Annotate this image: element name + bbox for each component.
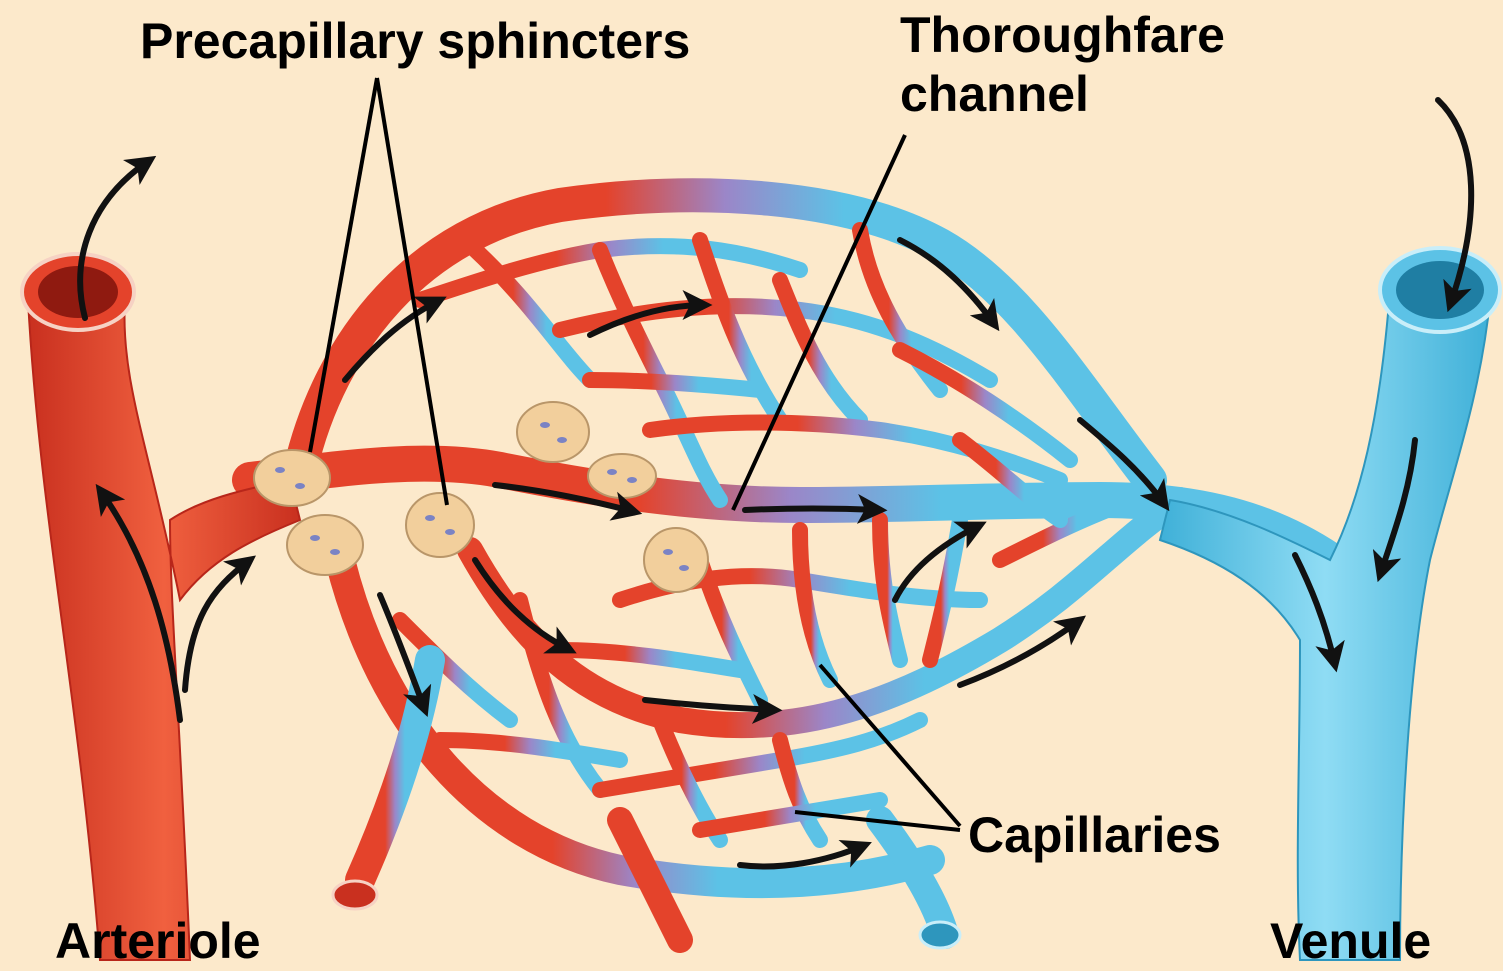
sphincter-5	[588, 454, 656, 498]
label-thoroughfare-line1: Thoroughfare	[900, 7, 1225, 63]
sphincter-2	[287, 515, 363, 575]
sphincter-3	[406, 493, 474, 557]
sphincter-6	[644, 528, 708, 592]
label-thoroughfare-line2: channel	[900, 66, 1089, 122]
sphincter-4	[517, 402, 589, 462]
label-venule: Venule	[1270, 912, 1431, 971]
sphincter-1	[254, 450, 330, 506]
small-venule-opening	[920, 922, 960, 948]
label-thoroughfare-channel: Thoroughfare channel	[900, 6, 1225, 124]
arteriole-vessel	[22, 254, 300, 960]
label-capillaries: Capillaries	[968, 806, 1221, 865]
small-arteriole-opening	[333, 881, 377, 909]
label-arteriole: Arteriole	[55, 912, 261, 971]
label-precapillary-sphincters: Precapillary sphincters	[140, 12, 690, 71]
leader-sphincter-left	[310, 78, 377, 452]
